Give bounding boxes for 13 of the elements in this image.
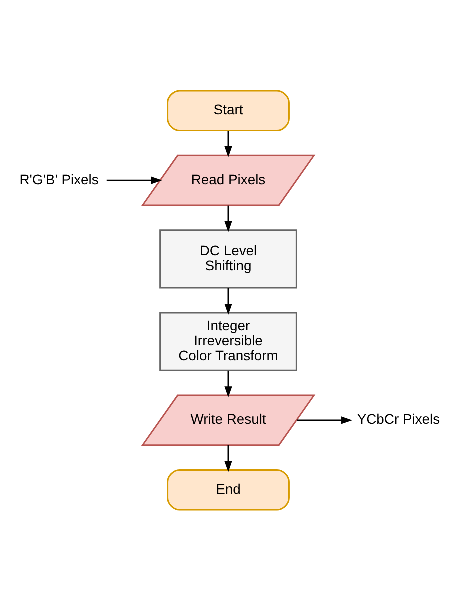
arrow <box>224 206 232 232</box>
node-text: YCbCr Pixels <box>357 411 440 428</box>
arrow <box>224 446 232 472</box>
node-box: DC Level Shifting <box>160 230 298 289</box>
arrow <box>106 176 162 184</box>
arrow <box>224 288 232 316</box>
arrow <box>296 416 352 424</box>
node-box: Integer Irreversible Color Transform <box>160 312 298 372</box>
node-text: R'G'B' Pixels <box>20 171 99 188</box>
node-box: Start <box>167 90 290 132</box>
arrow <box>224 370 232 398</box>
arrow <box>224 131 232 158</box>
node-box: End <box>167 469 290 511</box>
